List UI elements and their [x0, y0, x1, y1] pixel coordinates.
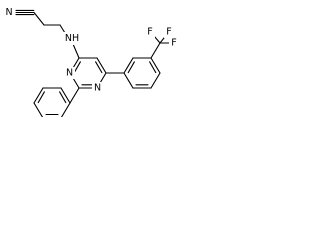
- aryl-bond-6: [123, 72, 134, 89]
- amine-nh-label: NH: [65, 33, 79, 44]
- chain-bond-1: [33, 11, 45, 26]
- pyrimidine-n1-label: N: [94, 83, 101, 94]
- amine-ring-bond: [72, 43, 80, 59]
- nitrile-n-label: N: [5, 7, 12, 18]
- pyrimidine-double-n3-c4: [73, 61, 81, 74]
- fluorine-top-left-label: F: [147, 27, 152, 38]
- fluorine-right-label: F: [171, 38, 176, 49]
- phenyl-bond-6: [60, 102, 71, 117]
- phenyl-bond-3: [33, 87, 44, 104]
- phenyl-double-1: [59, 91, 67, 104]
- aryl-double-1: [127, 61, 135, 74]
- pyrimidine-bond-c5-c6: [96, 57, 107, 74]
- atom-labels: N NH N N F F F: [4, 6, 179, 94]
- cf3-bond: [150, 42, 161, 59]
- phenyl-ring-bond: [69, 87, 80, 104]
- trifluoromethylphenyl-ring: [123, 57, 161, 89]
- fluorine-top-right-label: F: [166, 27, 171, 38]
- chain-bond-3: [59, 24, 66, 34]
- pyrimidine-ring: [69, 57, 107, 89]
- aryl-bond-3: [150, 57, 161, 74]
- pyrimidine-n3-label: N: [66, 68, 73, 79]
- pyrimidine-double-c5-c6: [95, 61, 103, 74]
- phenyl-bond-1: [60, 87, 71, 104]
- aryl-bond-4: [150, 72, 161, 89]
- aryl-bond-1: [123, 57, 134, 74]
- phenyl-ring: [33, 87, 71, 117]
- phenyl-double-2: [37, 91, 45, 104]
- nitrile-group: [15, 9, 66, 34]
- chemical-structure-diagram: N NH N N F F F: [4, 6, 179, 117]
- aryl-double-2: [149, 61, 157, 74]
- phenyl-bond-4: [33, 102, 44, 117]
